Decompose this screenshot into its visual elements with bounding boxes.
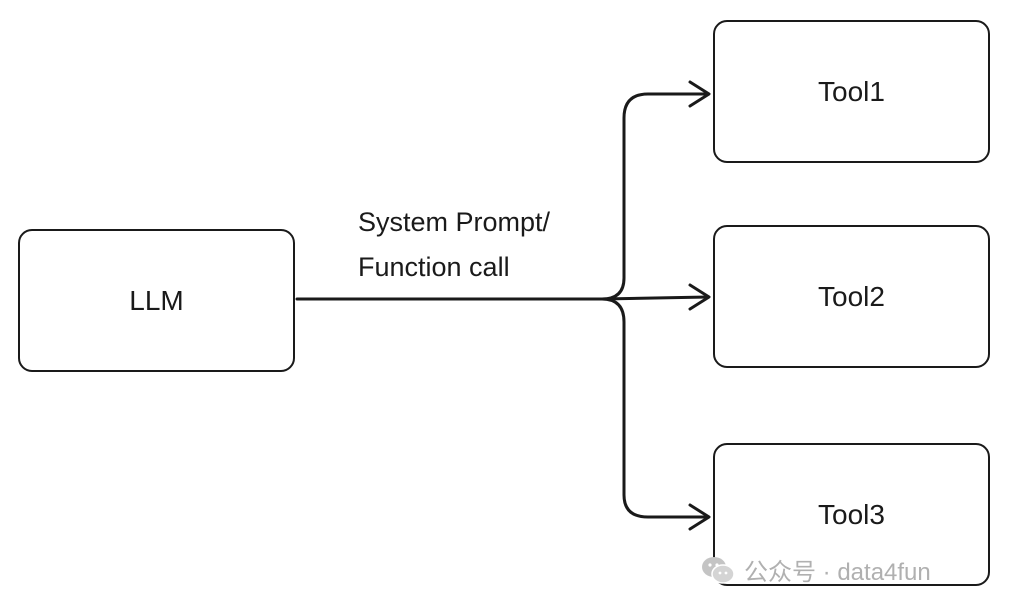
node-tool1: Tool1	[713, 20, 990, 163]
watermark-text: 公众号 · data4fun	[744, 559, 931, 586]
node-tool2: Tool2	[713, 225, 990, 368]
arrowhead-tool1	[688, 80, 711, 108]
node-tool2-label: Tool2	[818, 280, 885, 312]
edge-label: System Prompt/ Function call	[358, 200, 550, 290]
edge-to-tool3	[600, 297, 710, 519]
node-tool1-label: Tool1	[818, 75, 885, 107]
edge-to-tool2	[600, 295, 710, 301]
edge-label-line1: System Prompt/	[358, 207, 551, 237]
wechat-icon	[702, 556, 735, 584]
edge-to-tool1	[600, 92, 710, 301]
node-tool3-label: Tool3	[818, 498, 885, 530]
node-llm: LLM	[18, 229, 295, 372]
arrowhead-tool3	[688, 503, 711, 531]
arrowhead-tool2	[688, 283, 711, 311]
node-tool3: Tool3	[713, 443, 990, 586]
watermark: 公众号 · data4fun	[700, 552, 931, 587]
node-llm-label: LLM	[129, 284, 184, 316]
edge-label-line2: Function call	[358, 252, 510, 282]
